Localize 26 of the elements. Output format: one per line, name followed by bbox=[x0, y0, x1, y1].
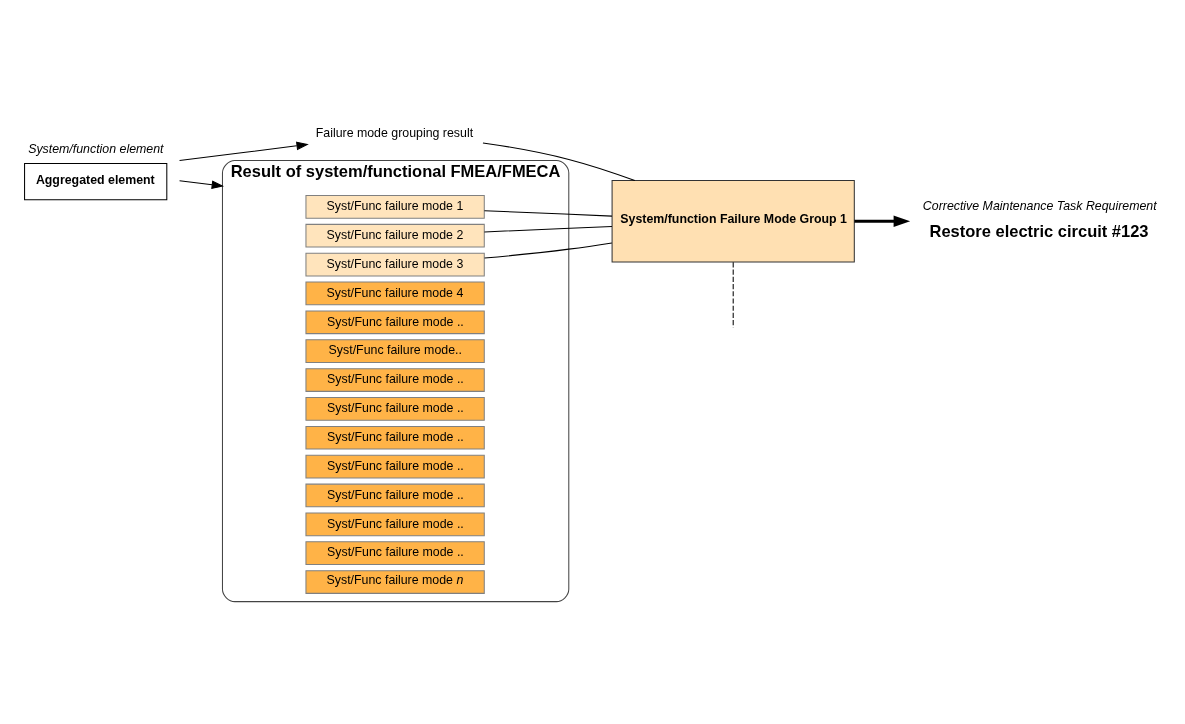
arrow bbox=[854, 215, 911, 227]
node-box: Syst/Func failure mode n bbox=[305, 569, 485, 594]
node-box: Syst/Func failure mode .. bbox=[305, 396, 485, 421]
node-box: Syst/Func failure mode .. bbox=[305, 309, 485, 334]
node-box: Syst/Func failure mode .. bbox=[305, 511, 485, 536]
connector bbox=[483, 225, 613, 232]
node-box: Syst/Func failure mode 1 bbox=[305, 194, 485, 219]
arrow bbox=[179, 179, 224, 189]
node-box: Syst/Func failure mode.. bbox=[305, 338, 485, 363]
connector bbox=[484, 241, 613, 259]
node-box: Syst/Func failure mode 2 bbox=[305, 223, 485, 248]
connector bbox=[483, 209, 613, 217]
node-text: Corrective Maintenance Task Requirement Restore electric circuit #123 bbox=[922, 198, 1157, 240]
arrow bbox=[179, 141, 309, 161]
node-box: Syst/Func failure mode .. bbox=[305, 540, 485, 565]
connector bbox=[732, 261, 734, 328]
node-box: Syst/Func failure mode .. bbox=[305, 425, 485, 450]
node-box: Syst/Func failure mode .. bbox=[305, 454, 485, 478]
node-box: Syst/Func failure mode .. bbox=[305, 483, 485, 507]
node-label: System/function element bbox=[28, 141, 164, 156]
node-box: System/function Failure Mode Group 1 bbox=[611, 179, 855, 262]
node-box: Syst/Func failure mode 4 bbox=[305, 281, 485, 305]
node-box: Syst/Func failure mode .. bbox=[305, 367, 485, 392]
node-text: Failure mode grouping result bbox=[315, 125, 474, 140]
node-box: Syst/Func failure mode 3 bbox=[305, 252, 485, 276]
connector bbox=[482, 141, 636, 181]
